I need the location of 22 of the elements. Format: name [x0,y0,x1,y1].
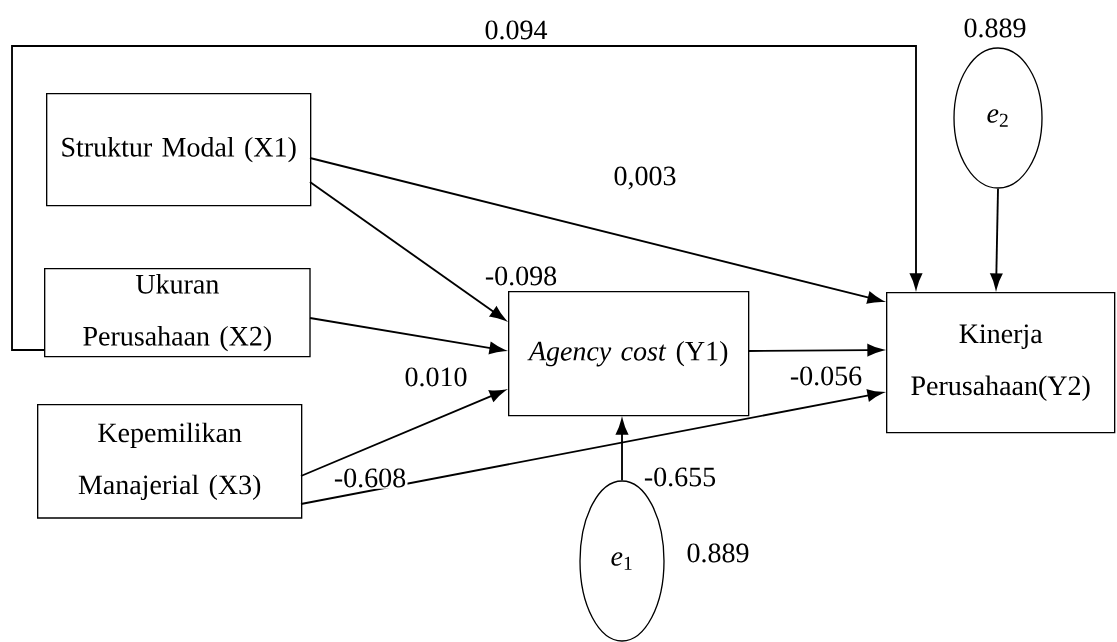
arrow [309,181,506,321]
arrow [616,419,629,482]
variance-value: 0.889 [687,543,749,563]
edge-label: -0.608 [332,467,408,489]
arrow [300,389,506,477]
arrow [990,187,1003,289]
variable-box: Kinerja Perusahaan(Y2) [886,292,1116,434]
edge-label: 0.010 [403,366,469,388]
arrow [309,317,505,355]
variance-value: 0.889 [964,18,1026,38]
arrow [309,157,884,304]
edge-label: 0,003 [612,165,678,191]
arrow [11,45,922,351]
edge-label: -0.056 [788,365,864,387]
arrow [300,389,883,505]
variable-box: Struktur Modal (X1) [46,93,312,207]
arrow [747,344,883,357]
edge-label: 0.094 [483,19,549,41]
variable-box: Agency cost (Y1) [508,291,750,417]
variable-box: Ukuran Perusahaan (X2) [44,268,311,358]
edge-label: -0.098 [483,265,559,287]
variable-box: Kepemilikan Manajerial (X3) [37,404,303,519]
